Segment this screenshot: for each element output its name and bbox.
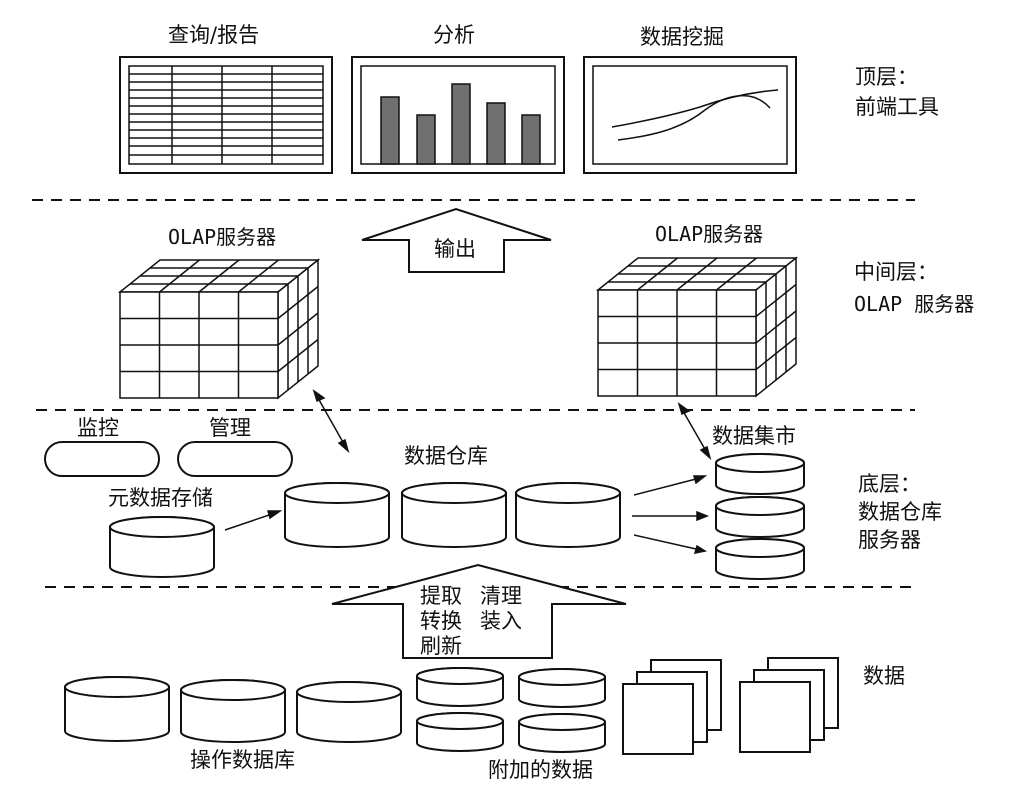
etl-clean: 清理 bbox=[480, 584, 522, 608]
monitor-label: 监控 bbox=[77, 416, 119, 440]
warehouse-label: 数据仓库 bbox=[404, 444, 488, 468]
olap-server-right-label: OLAP服务器 bbox=[655, 222, 764, 246]
cylinder bbox=[64, 676, 170, 742]
manage-pill bbox=[177, 441, 293, 477]
data-mining-panel bbox=[583, 56, 797, 174]
datamart-label: 数据集市 bbox=[712, 424, 796, 448]
cylinder bbox=[401, 482, 507, 548]
analysis-panel bbox=[351, 56, 565, 174]
database-cylinders bbox=[64, 453, 805, 753]
cylinder bbox=[715, 538, 805, 580]
trend-curves-icon bbox=[611, 89, 779, 141]
bottom-layer-label: 底层： bbox=[858, 472, 921, 496]
arrow-to-datamart-2 bbox=[632, 510, 710, 522]
connector-arrows bbox=[224, 389, 712, 554]
cylinder bbox=[416, 712, 504, 752]
cylinder bbox=[518, 668, 606, 708]
cylinder bbox=[715, 453, 805, 495]
output-label: 输出 bbox=[434, 237, 476, 261]
cylinder bbox=[284, 482, 390, 548]
etl-extract: 提取 bbox=[420, 584, 462, 608]
cylinder bbox=[109, 516, 215, 578]
additional-data-label: 附加的数据 bbox=[488, 758, 593, 782]
arrow-datamart-olap-right bbox=[677, 402, 712, 461]
query-report-panel bbox=[119, 56, 333, 174]
olap-cube-left bbox=[117, 258, 321, 400]
layer-separators bbox=[32, 199, 915, 588]
spreadsheet-icon bbox=[129, 66, 323, 164]
output-arrow bbox=[361, 207, 552, 273]
middle-layer-label: 中间层： bbox=[854, 260, 938, 284]
document-stacks bbox=[622, 657, 839, 755]
top-layer-sublabel: 前端工具 bbox=[855, 95, 939, 119]
cylinder bbox=[416, 667, 504, 707]
manage-label: 管理 bbox=[209, 416, 251, 440]
etl-refresh: 刷新 bbox=[420, 634, 462, 658]
arrow-metadata-to-warehouse bbox=[224, 510, 283, 531]
cylinder bbox=[296, 681, 402, 743]
middle-layer-sublabel: OLAP 服务器 bbox=[854, 292, 975, 316]
data-mining-label: 数据挖掘 bbox=[640, 25, 724, 49]
bottom-layer-sublabel-1: 数据仓库 bbox=[858, 500, 942, 524]
cylinder bbox=[518, 713, 606, 753]
operational-db-label: 操作数据库 bbox=[190, 748, 295, 772]
bottom-layer-sublabel-2: 服务器 bbox=[858, 528, 921, 552]
cylinder bbox=[515, 482, 621, 548]
monitor-pill bbox=[44, 441, 160, 477]
document-stack bbox=[622, 659, 722, 755]
etl-load: 装入 bbox=[480, 609, 522, 633]
top-layer-label: 顶层： bbox=[855, 65, 918, 89]
document-stack bbox=[739, 657, 839, 753]
arrow-warehouse-olap-left bbox=[312, 389, 350, 454]
data-layer-label: 数据 bbox=[863, 664, 905, 688]
olap-cube-right bbox=[595, 256, 799, 398]
etl-arrow bbox=[331, 563, 627, 659]
olap-server-left-label: OLAP服务器 bbox=[168, 225, 277, 249]
arrow-to-datamart-3 bbox=[633, 534, 707, 554]
bar-chart-icon bbox=[380, 83, 541, 165]
etl-transform: 转换 bbox=[420, 609, 462, 633]
cylinder bbox=[180, 679, 286, 743]
query-report-label: 查询/报告 bbox=[168, 23, 260, 47]
metadata-label: 元数据存储 bbox=[108, 486, 213, 510]
arrow-to-datamart-1 bbox=[633, 475, 708, 496]
cylinder bbox=[715, 496, 805, 538]
analysis-label: 分析 bbox=[433, 23, 475, 47]
